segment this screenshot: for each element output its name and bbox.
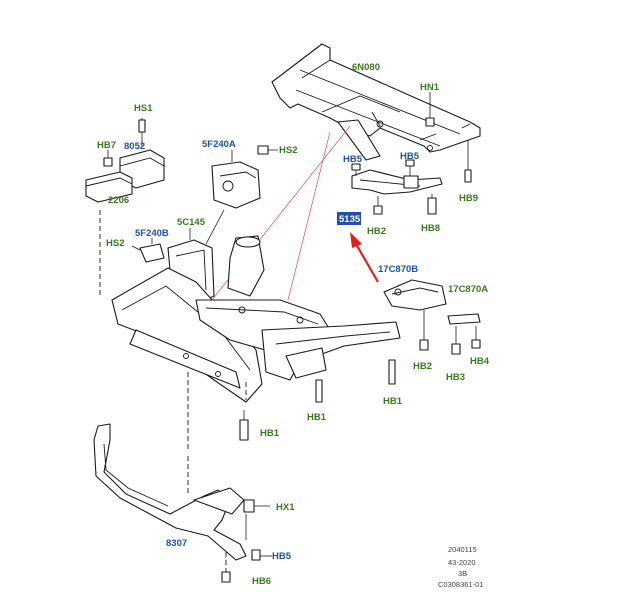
label-hs2-left: HS2	[106, 238, 124, 249]
label-hb5-a: HB5	[343, 154, 363, 165]
label-hb3: HB3	[446, 372, 465, 383]
label-8052: 8052	[124, 141, 145, 152]
label-hb5-bottom: HB5	[272, 551, 292, 562]
label-6n080: 6N080	[352, 62, 380, 73]
label-hx1: HX1	[276, 502, 295, 513]
bracket-5135	[351, 169, 443, 195]
label-hb4: HB4	[470, 356, 490, 367]
label-17c870a: 17C870A	[448, 284, 488, 295]
label-hb2-right: HB2	[413, 361, 432, 372]
label-5f240a: 5F240A	[202, 139, 236, 150]
label-hb2-top: HB2	[367, 226, 386, 237]
label-5c145: 5C145	[177, 217, 206, 228]
pointer-arrow	[350, 232, 379, 283]
label-5f240b: 5F240B	[135, 228, 169, 239]
label-5135: 5135	[339, 214, 361, 225]
highlight-box-5135	[337, 212, 361, 225]
subframe-main	[111, 235, 401, 403]
label-hb1-mid: HB1	[307, 412, 327, 423]
footer-code-1: 2040115	[448, 545, 477, 554]
label-2206: 2206	[108, 195, 129, 206]
anti-roll-bar-8307	[93, 423, 247, 561]
label-hs1: HS1	[134, 103, 153, 114]
label-hb1-left: HB1	[260, 428, 280, 439]
label-8307: 8307	[166, 538, 187, 549]
footer-code-3: 3B	[458, 569, 467, 578]
label-17c870b: 17C870B	[378, 264, 418, 275]
label-hb9: HB9	[459, 193, 478, 204]
footer-code-4: C0308361-01	[438, 580, 483, 589]
label-hb5-b: HB5	[400, 151, 420, 162]
cover-5f240a	[211, 161, 261, 209]
label-hb6: HB6	[252, 576, 271, 587]
bracket-17c870a	[447, 313, 481, 325]
label-hb1-right: HB1	[383, 396, 403, 407]
label-hb8: HB8	[421, 223, 440, 234]
label-hn1: HN1	[420, 82, 440, 93]
bracket-5f240b	[139, 243, 165, 263]
bracket-8052	[85, 149, 165, 203]
bracket-17c870b	[383, 279, 447, 311]
footer-code-2: 43-2020	[448, 558, 476, 567]
label-hb7: HB7	[97, 140, 116, 151]
label-hs2-top: HS2	[279, 145, 297, 156]
